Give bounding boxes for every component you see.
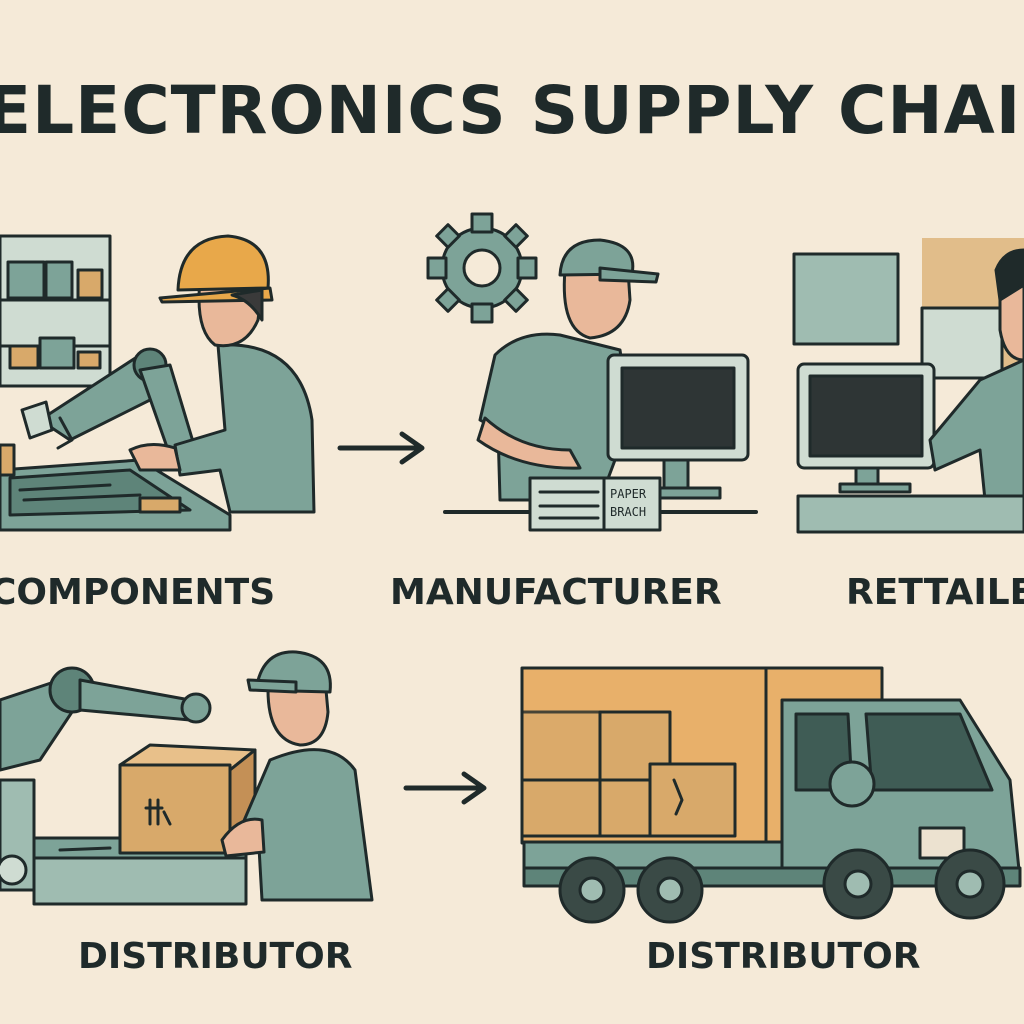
robot-arm-icon	[0, 666, 212, 772]
computer-monitor-icon	[796, 362, 936, 494]
arrow-right-icon	[337, 431, 425, 465]
manufacturer-worker	[476, 238, 660, 502]
distributor-left-scene	[0, 650, 374, 906]
arrow-right-icon	[403, 771, 487, 805]
stage-label-distributor-left: DISTRIBUTOR	[78, 936, 353, 977]
circuit-board-bench	[0, 443, 232, 532]
components-worker	[128, 234, 316, 514]
manufacturer-scene: PAPER BRACH	[426, 212, 758, 532]
parcel-note-1: PAPER	[610, 487, 647, 501]
stage-label-distributor-right: DISTRIBUTOR	[646, 936, 921, 977]
stage-label-manufacturer: MANUFACTURER	[390, 572, 722, 613]
parts-shelf	[0, 234, 112, 388]
retailer-worker	[928, 248, 1024, 502]
diagram-title: ELECTRONICS SUPPLY CHAIN	[0, 72, 1024, 162]
components-scene	[0, 234, 316, 532]
gear-icon	[426, 212, 538, 324]
title-text: ELECTRONICS SUPPLY CHAIN	[0, 72, 1024, 149]
computer-monitor-icon	[606, 353, 750, 500]
parcel-note-2: BRACH	[610, 505, 646, 519]
distributor-worker	[220, 650, 374, 902]
retailer-scene	[792, 238, 1024, 534]
stage-label-components: COMPONENTS	[0, 572, 276, 613]
stage-label-retailer: RETTAILER	[846, 572, 1024, 613]
cardboard-box-icon: PAPER BRACH	[528, 476, 662, 532]
delivery-truck-icon	[520, 666, 1022, 924]
